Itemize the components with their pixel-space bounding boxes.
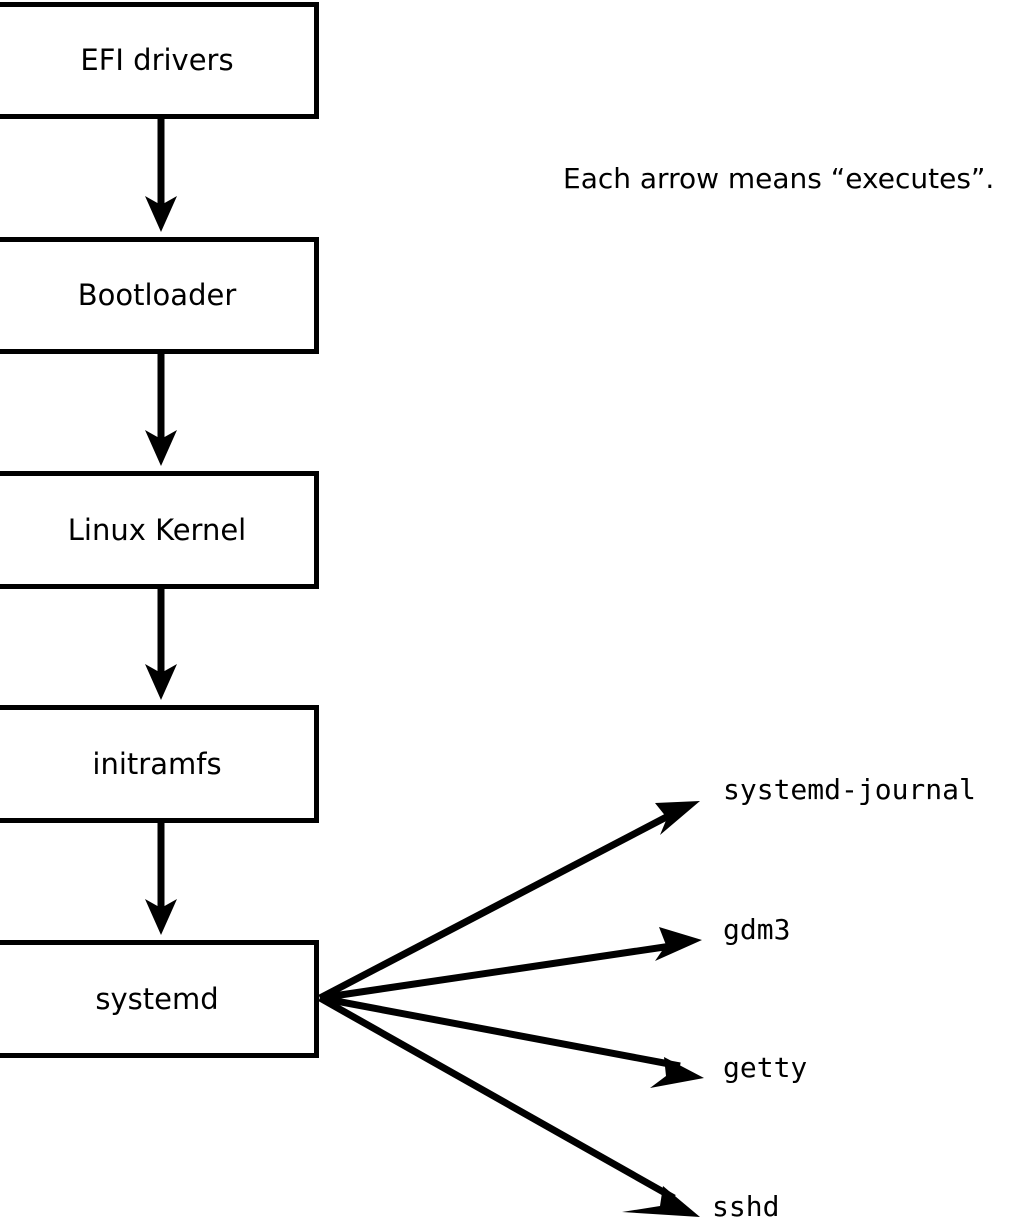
chain-arrow-bootloader-to-kernel (145, 354, 177, 466)
chain-arrow-initramfs-to-systemd (145, 823, 177, 935)
service-label-gdm3[interactable]: gdm3 (723, 913, 791, 946)
node-label: initramfs (92, 746, 222, 781)
node-box-bootloader[interactable]: Bootloader (0, 237, 319, 354)
chain-arrow-kernel-to-initramfs (145, 589, 177, 700)
service-label-systemd-journal[interactable]: systemd-journal (723, 773, 976, 806)
node-box-systemd[interactable]: systemd (0, 940, 319, 1058)
fan-arrow-gdm3 (319, 927, 702, 1002)
node-label: systemd (95, 981, 219, 1016)
node-box-initramfs[interactable]: initramfs (0, 705, 319, 823)
node-label: Bootloader (77, 278, 237, 312)
node-label: EFI drivers (80, 43, 234, 77)
fan-arrow-getty (319, 994, 704, 1088)
service-label-sshd[interactable]: sshd (712, 1190, 780, 1223)
service-label-getty[interactable]: getty (723, 1051, 808, 1084)
legend-caption: Each arrow means “executes”. (563, 162, 995, 195)
node-box-efi-drivers[interactable]: EFI drivers (0, 2, 319, 119)
fan-arrow-systemd-journal (318, 801, 700, 1002)
node-label: Linux Kernel (67, 512, 247, 547)
node-box-linux-kernel[interactable]: Linux Kernel (0, 471, 319, 589)
chain-arrow-efi-to-bootloader (145, 119, 177, 232)
fan-arrow-sshd (318, 994, 700, 1217)
